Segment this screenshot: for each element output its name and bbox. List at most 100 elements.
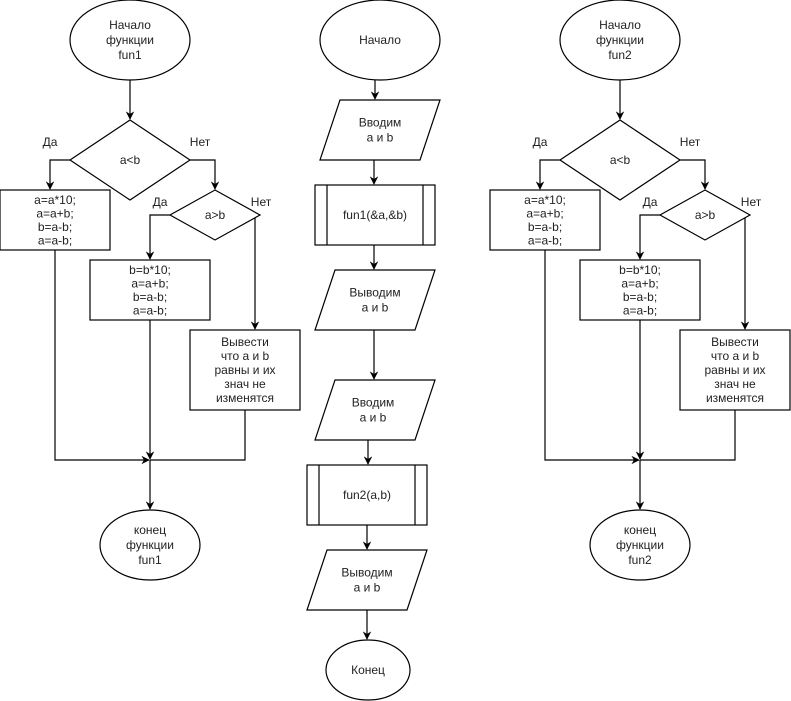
- fun2-greater-block-label-line: b=b*10;: [619, 263, 661, 277]
- fun2-edge-decision2-yes: [635, 214, 660, 260]
- fun2-decision1-yes-label: Да: [533, 135, 548, 149]
- fun1-greater-block[interactable]: [89, 259, 211, 321]
- fun2-start-label-line: fun2: [608, 48, 632, 62]
- fun1-equal-block-label-line: что a и b: [221, 349, 270, 363]
- fun1-yes-block-label-line: a=a-b;: [38, 233, 72, 247]
- fun1-end-label-line: функции: [126, 538, 174, 552]
- main-input2-label-line: Вводим: [352, 396, 395, 410]
- fun1-decision1[interactable]: [68, 119, 192, 201]
- main-call1-label: fun1(&a,&b): [343, 208, 407, 222]
- fun1-greater-block-label-line: a=a+b;: [131, 276, 168, 290]
- fun2-start-terminator[interactable]: [559, 0, 681, 81]
- main-start-label-line: Начало: [359, 33, 401, 47]
- fun1-yes-block-label: a=a*10;a=a+b;b=a-b;a=a-b;: [34, 193, 76, 248]
- fun2-decision2-yes-label: Да: [643, 195, 658, 209]
- fun2-end-label-line: fun2: [628, 553, 652, 567]
- main-input2[interactable]: [314, 379, 436, 441]
- main-end-label: Конец: [351, 663, 385, 677]
- fun2-decision1-label: a<b: [610, 153, 631, 167]
- fun2-decision2[interactable]: [658, 189, 752, 241]
- fun2-edge-decision1-yes: [535, 159, 560, 190]
- fun2-greater-block-label: b=b*10;a=a+b;b=a-b;a=a-b;: [619, 263, 661, 318]
- main-end-terminator[interactable]: [325, 639, 411, 701]
- fun2-start-label-line: Начало: [599, 18, 641, 32]
- fun1-decision2-label-line: a>b: [205, 208, 226, 222]
- fun2-equal-block[interactable]: [679, 329, 791, 411]
- main-output2-label-line: Выводим: [341, 566, 392, 580]
- fun2-yes-block-label: a=a*10;a=a+b;b=a-b;a=a-b;: [524, 193, 566, 248]
- main-call2[interactable]: [306, 464, 428, 526]
- fun2-decision1-no-label: Нет: [680, 135, 701, 149]
- fun2-yes-block-label-line: a=a*10;: [524, 193, 566, 207]
- fun1-decision2-no-label: Нет: [251, 195, 272, 209]
- main-start-terminator[interactable]: [319, 0, 441, 81]
- fun2-equal-block-label-line: Вывести: [711, 335, 759, 349]
- fun2-yes-block-label-line: a=a+b;: [526, 206, 563, 220]
- fun1-equal-block-label-line: Вывести: [221, 335, 269, 349]
- fun2-decision2-label-line: a>b: [695, 208, 716, 222]
- fun2-greater-block-label-line: a=a+b;: [621, 276, 658, 290]
- main-input1[interactable]: [319, 99, 441, 161]
- main-call1-label-line: fun1(&a,&b): [343, 208, 407, 222]
- fun1-end-label-line: fun1: [138, 553, 162, 567]
- fun1-decision2[interactable]: [168, 189, 262, 241]
- fun2-start-label-line: функции: [596, 33, 644, 47]
- fun2-decision1-label-line: a<b: [610, 153, 631, 167]
- fun1-edge-decision1-no: [190, 159, 220, 190]
- fun1-equal-block-label-line: равны и их: [214, 363, 275, 377]
- fun2-equal-block-label-line: что a и b: [711, 349, 760, 363]
- fun2-greater-block-label-line: a=a-b;: [623, 303, 657, 317]
- fun1-start-label-line: fun1: [118, 48, 142, 62]
- main-output1[interactable]: [314, 269, 436, 331]
- fun2-equal-block-label-line: равны и их: [704, 363, 765, 377]
- main-end-label-line: Конец: [351, 663, 385, 677]
- fun1-edge-decision1-yes: [45, 159, 70, 190]
- main-output2[interactable]: [306, 549, 428, 611]
- fun2-yes-block-label-line: a=a-b;: [528, 233, 562, 247]
- fun1-start-label-line: Начало: [109, 18, 151, 32]
- main-call1[interactable]: [314, 184, 436, 246]
- fun2-decision2-no-label: Нет: [741, 195, 762, 209]
- fun1-start-label-line: функции: [106, 33, 154, 47]
- fun1-start-terminator[interactable]: [69, 0, 191, 81]
- fun2-edge-equal-merge: [640, 410, 736, 461]
- fun1-yes-block-label-line: b=a-b;: [38, 220, 72, 234]
- main-output2-label-line: a и b: [354, 581, 381, 595]
- fun2-end-terminator[interactable]: [589, 509, 691, 581]
- fun2-yes-block-label-line: b=a-b;: [528, 220, 562, 234]
- fun2-decision2-label: a>b: [695, 208, 716, 222]
- fun1-edge-yes-merge: [54, 250, 150, 465]
- fun2-equal-block-label-line: изменятся: [706, 391, 764, 405]
- fun2-greater-block[interactable]: [579, 259, 701, 321]
- fun1-yes-block-label-line: a=a*10;: [34, 193, 76, 207]
- fun1-edge-equal-merge: [150, 410, 246, 461]
- main-call2-frame: [306, 464, 428, 526]
- fun1-yes-block-label-line: a=a+b;: [36, 206, 73, 220]
- fun2-edge-decision1-no: [680, 159, 710, 190]
- fun1-equal-block[interactable]: [189, 329, 301, 411]
- main-call2-label: fun2(a,b): [343, 488, 391, 502]
- fun1-greater-block-label-line: b=a-b;: [133, 290, 167, 304]
- fun1-decision1-no-label: Нет: [190, 135, 211, 149]
- fun1-yes-block[interactable]: [0, 189, 111, 251]
- main-input1-label-line: a и b: [367, 131, 394, 145]
- fun2-yes-block[interactable]: [489, 189, 601, 251]
- fun1-decision1-yes-label: Да: [43, 135, 58, 149]
- fun2-decision1[interactable]: [558, 119, 682, 201]
- main-output1-label-line: Выводим: [349, 286, 400, 300]
- fun2-equal-block-label-line: знач не: [714, 377, 756, 391]
- fun2-greater-block-label-line: b=a-b;: [623, 290, 657, 304]
- fun1-decision2-yes-label: Да: [153, 195, 168, 209]
- fun1-end-terminator[interactable]: [99, 509, 201, 581]
- main-call2-label-line: fun2(a,b): [343, 488, 391, 502]
- fun2-edge-decision2-no: [740, 214, 750, 330]
- fun1-greater-block-label-line: a=a-b;: [133, 303, 167, 317]
- fun1-edge-decision2-yes: [145, 214, 170, 260]
